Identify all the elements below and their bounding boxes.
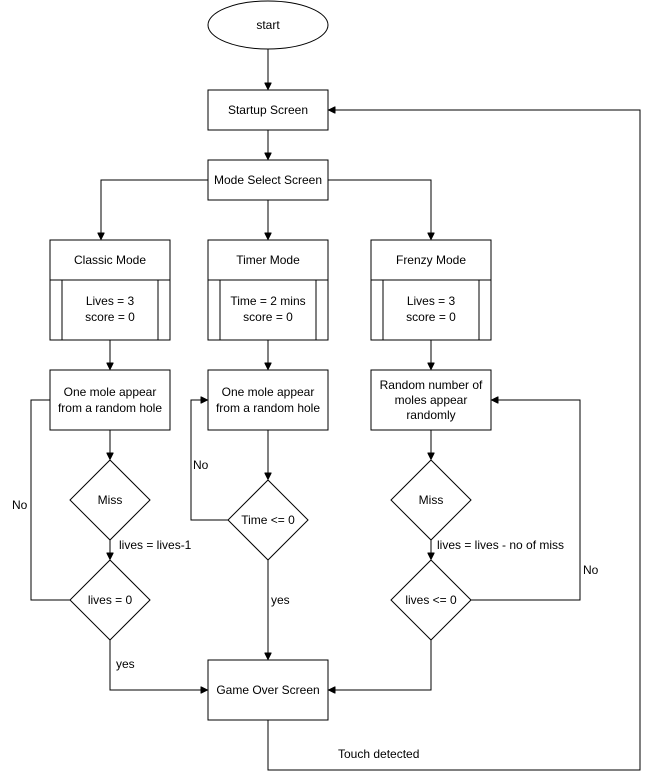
- frenzy-lives-label: lives <= 0: [405, 593, 457, 607]
- classic-no-label: No: [12, 498, 28, 512]
- timer-check-decision: Time <= 0: [227, 479, 309, 561]
- classic-mode-lives: Lives = 3: [86, 294, 135, 308]
- classic-mode-score: score = 0: [85, 310, 135, 324]
- classic-miss-decision: Miss: [69, 459, 151, 541]
- timer-no-label: No: [193, 458, 209, 472]
- mode-select-label: Mode Select Screen: [214, 173, 322, 187]
- classic-mole-line2: from a random hole: [58, 401, 162, 415]
- startup-screen-label: Startup Screen: [228, 103, 308, 117]
- timer-mode-node: Timer Mode Time = 2 mins score = 0: [207, 239, 329, 341]
- edges: [30, 49, 641, 771]
- classic-mode-title: Classic Mode: [74, 253, 146, 267]
- timer-mole-node: One mole appear from a random hole: [207, 369, 329, 431]
- edge-timer-no-loop: [190, 400, 228, 521]
- edge-labels: lives = lives-1 lives = lives - no of mi…: [12, 458, 599, 761]
- frenzy-mode-lives: Lives = 3: [407, 294, 456, 308]
- classic-lives-label: lives = 0: [88, 593, 133, 607]
- frenzy-mode-title: Frenzy Mode: [396, 253, 466, 267]
- edge-frenzy-no-loop: [471, 400, 581, 601]
- frenzy-miss-decision: Miss: [390, 459, 472, 541]
- frenzy-mole-line3: randomly: [406, 408, 455, 422]
- timer-mole-line1: One mole appear: [222, 385, 315, 399]
- game-over-label: Game Over Screen: [216, 683, 319, 697]
- game-over-node: Game Over Screen: [207, 659, 329, 721]
- classic-lives-decision: lives = 0: [69, 559, 151, 641]
- mode-select-node: Mode Select Screen: [207, 159, 329, 201]
- timer-mode-title: Timer Mode: [236, 253, 300, 267]
- touch-detected-label: Touch detected: [338, 747, 419, 761]
- frenzy-lives-decision: lives <= 0: [390, 559, 472, 641]
- frenzy-no-label: No: [583, 563, 599, 577]
- timer-mode-score: score = 0: [243, 310, 293, 324]
- startup-screen-node: Startup Screen: [207, 89, 329, 131]
- frenzy-mode-score: score = 0: [406, 310, 456, 324]
- frenzy-mole-node: Random number of moles appear randomly: [370, 369, 492, 431]
- edge-modeselect-frenzy: [328, 179, 431, 239]
- frenzy-mole-line1: Random number of: [380, 378, 483, 392]
- edge-modeselect-classic: [101, 179, 208, 239]
- edge-frenzy-yes: [329, 640, 432, 690]
- classic-miss-label: Miss: [98, 493, 123, 507]
- frenzy-mole-line2: moles appear: [395, 393, 468, 407]
- classic-yes-label: yes: [116, 657, 135, 671]
- classic-mole-line1: One mole appear: [64, 385, 157, 399]
- timer-mole-line2: from a random hole: [216, 401, 320, 415]
- start-node: start: [207, 0, 329, 50]
- edge-classic-yes: [109, 640, 207, 690]
- edge-gameover-startup: [267, 110, 641, 771]
- classic-mode-node: Classic Mode Lives = 3 score = 0: [49, 239, 171, 341]
- classic-decrement-label: lives = lives-1: [119, 538, 192, 552]
- start-label: start: [256, 18, 280, 32]
- classic-mole-node: One mole appear from a random hole: [49, 369, 171, 431]
- frenzy-mode-node: Frenzy Mode Lives = 3 score = 0: [370, 239, 492, 341]
- timer-mode-time: Time = 2 mins: [230, 294, 305, 308]
- timer-yes-label: yes: [271, 593, 290, 607]
- frenzy-decrement-label: lives = lives - no of miss: [437, 538, 564, 552]
- frenzy-miss-label: Miss: [419, 493, 444, 507]
- timer-check-label: Time <= 0: [241, 513, 295, 527]
